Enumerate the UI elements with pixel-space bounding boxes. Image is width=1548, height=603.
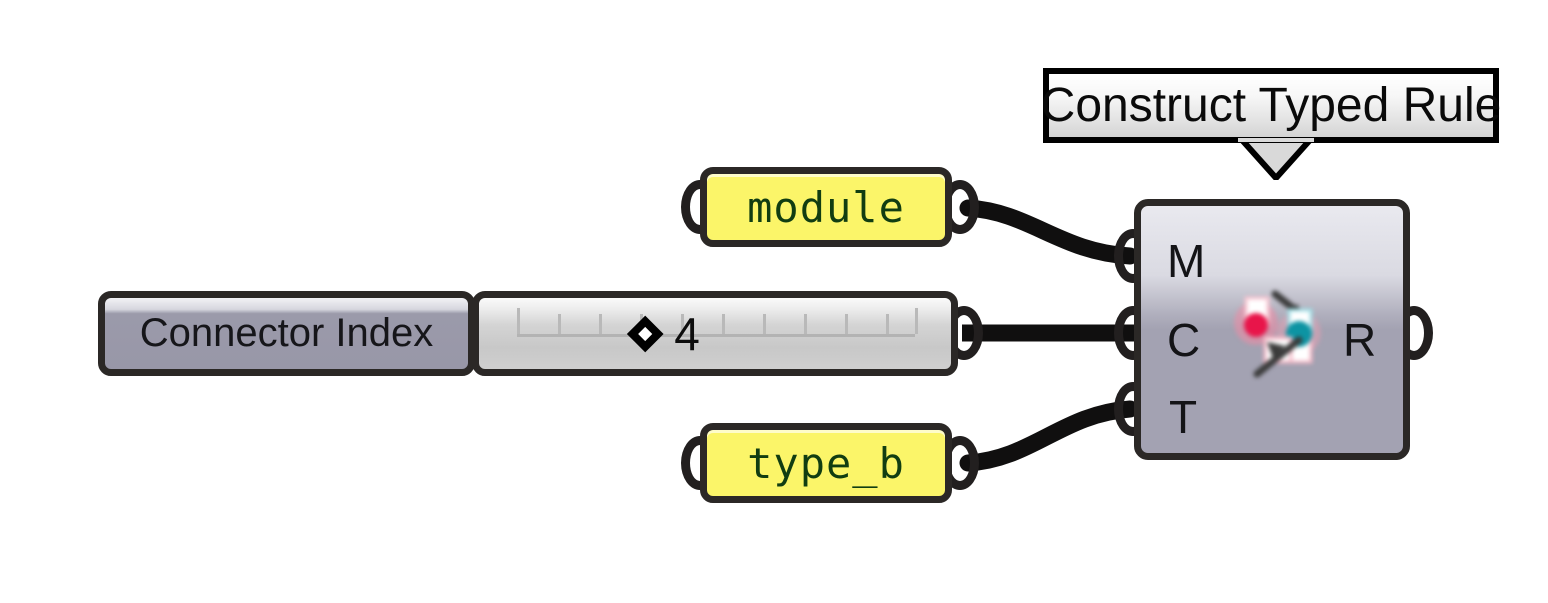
node-output-label-r: R [1343,314,1377,366]
slider-track[interactable]: 4 [472,291,958,376]
wire-module-to-m [959,199,1139,265]
node-input-label-m: M [1167,235,1206,287]
param-module-label: module [747,182,905,232]
node-input-label-t: T [1169,391,1198,443]
slider-thumb[interactable]: 4 [626,307,700,360]
tooltip-construct-typed-rule: Construct Typed Rule [1041,68,1501,143]
typed-rule-icon [1234,290,1321,378]
wire-typeb-to-t [959,400,1139,472]
slider-value-text: 4 [674,307,700,360]
tooltip-label: Construct Typed Rule [1040,79,1502,132]
slider-baseline [517,333,915,337]
diamond-handle-icon[interactable] [626,315,664,352]
number-slider-connector-index[interactable]: Connector Index 4 [98,291,958,376]
tooltip-tail-icon [1238,138,1314,180]
slider-label-text: Connector Index [139,311,434,355]
node-input-label-c: C [1167,314,1201,366]
param-type-b[interactable]: type_b [700,423,952,503]
slider-label-box[interactable]: Connector Index [98,291,475,376]
component-construct-typed-rule[interactable]: M C T R [1134,199,1410,460]
param-module[interactable]: module [700,167,952,247]
param-type-b-label: type_b [747,438,905,488]
